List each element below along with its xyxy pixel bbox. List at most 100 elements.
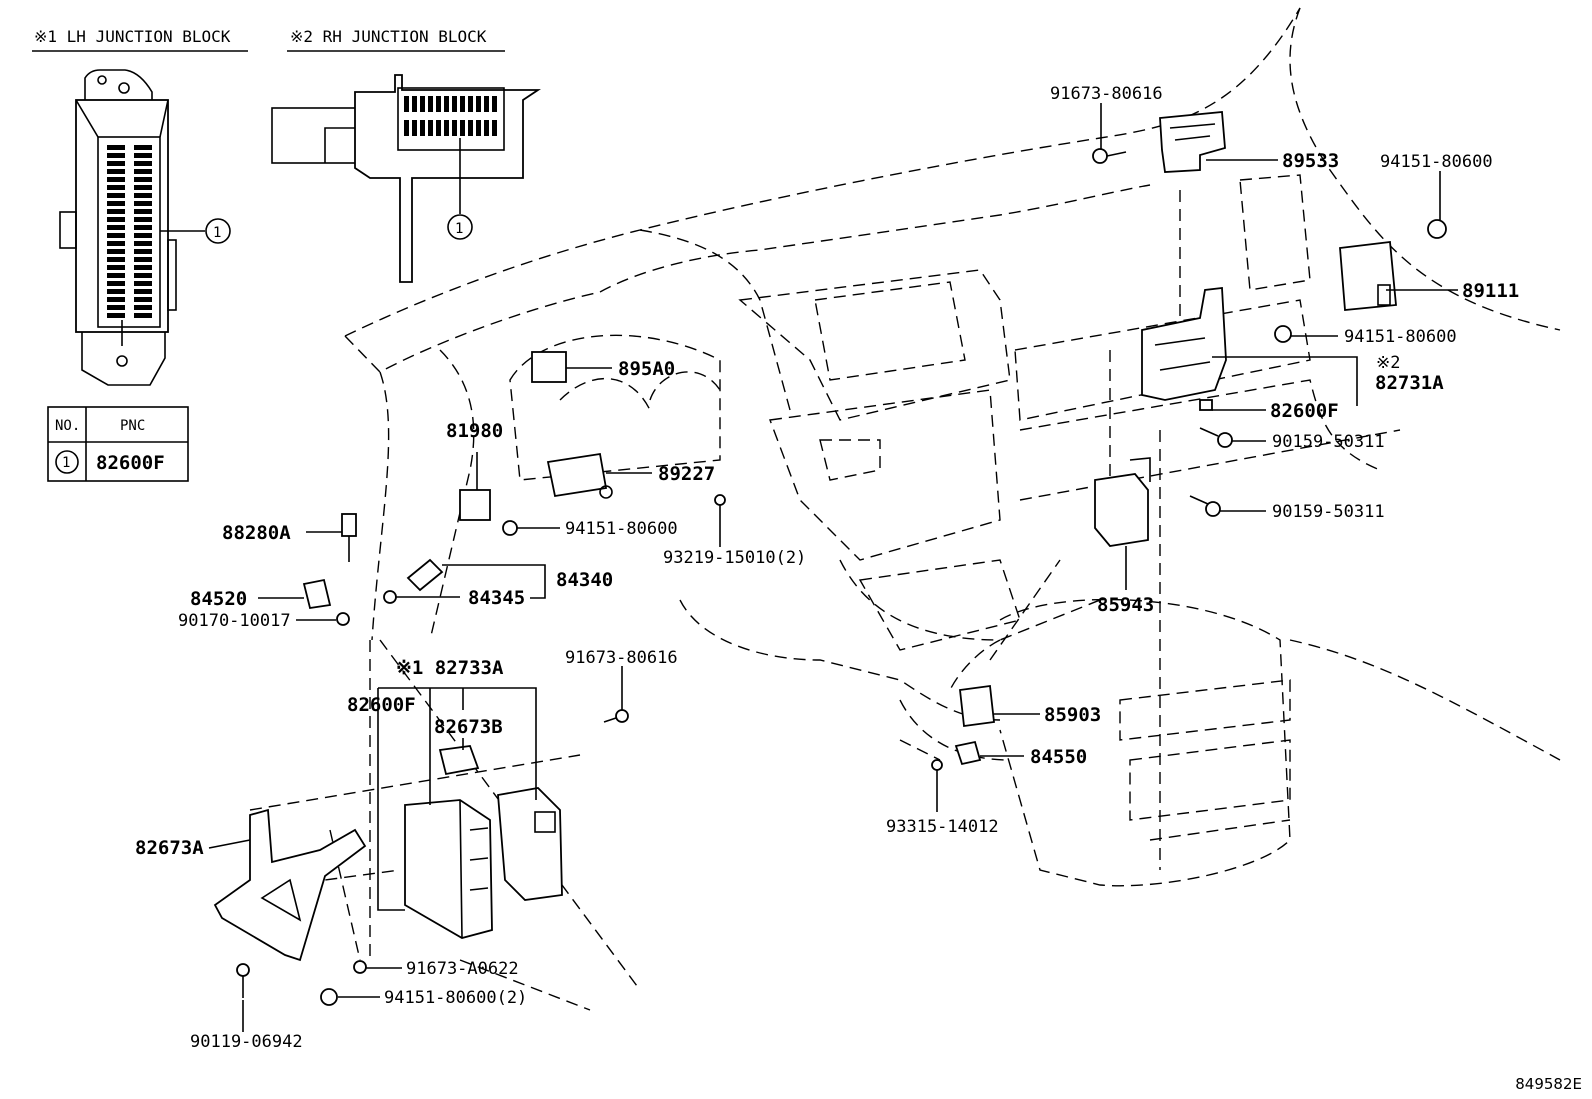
label-84520: 84520	[190, 588, 247, 610]
connector-slot	[107, 185, 125, 190]
table-row-no: 1	[62, 455, 70, 471]
connector-slot	[134, 225, 152, 230]
label-91673-80616-top: 91673-80616	[1050, 84, 1163, 104]
connector-slot	[107, 241, 125, 246]
part-84340-switch	[406, 558, 444, 592]
table-col-pnc: PNC	[120, 418, 145, 434]
label-82600F-r: 82600F	[1270, 400, 1339, 422]
label-84550: 84550	[1030, 746, 1087, 768]
connector-slot	[492, 120, 497, 136]
label-93315-14012: 93315-14012	[886, 817, 999, 837]
part-85943-module	[1094, 457, 1151, 547]
connector-slot	[107, 225, 125, 230]
lh-junction-block-header: ※1 LH JUNCTION BLOCK	[34, 27, 231, 46]
part-82731A-bracket	[1141, 286, 1227, 401]
connector-slot	[107, 257, 125, 262]
part-88280A-sensor	[341, 513, 357, 562]
diagram-code: 849582E	[1515, 1075, 1582, 1093]
part-85903-module	[959, 684, 995, 728]
connector-slot	[428, 96, 433, 112]
part-90170-10017-nut	[336, 612, 350, 626]
part-81980-relay	[459, 489, 491, 521]
rh-junction-block-drawing: 1	[271, 74, 541, 283]
part-94151-80600-nut-bl	[320, 988, 338, 1006]
pnc-table: NO. PNC 1 82600F	[47, 406, 189, 482]
label-90159-50311-b: 90159-50311	[1272, 502, 1385, 522]
connector-slot	[107, 297, 125, 302]
label-94151-80600-2: 94151-80600(2)	[384, 988, 527, 1008]
dashboard-outline	[249, 7, 1561, 1011]
part-84520-switch	[302, 578, 332, 610]
rh-callout-number: 1	[455, 221, 463, 237]
connector-slot	[476, 96, 481, 112]
lh-callout-number: 1	[213, 225, 221, 241]
connector-slot	[134, 297, 152, 302]
label-85943: 85943	[1097, 594, 1154, 616]
connector-slot	[107, 313, 125, 318]
connector-slot	[134, 233, 152, 238]
label-90119-06942: 90119-06942	[190, 1032, 303, 1052]
part-90159-50311-bolt-a	[1199, 427, 1233, 448]
connector-slot	[444, 120, 449, 136]
connector-slot	[468, 96, 473, 112]
label-89227: 89227	[658, 463, 715, 485]
connector-slot	[107, 193, 125, 198]
part-895A0-relay	[531, 351, 567, 383]
part-82673A-bracket	[213, 808, 367, 962]
part-89533-bracket	[1159, 111, 1226, 173]
connector-slot	[107, 265, 125, 270]
connector-slot	[107, 161, 125, 166]
connector-slot	[134, 145, 152, 150]
part-82600F-connector-r	[1199, 399, 1213, 411]
connector-slot	[404, 120, 409, 136]
connector-slot	[134, 209, 152, 214]
connector-slot	[107, 217, 125, 222]
connector-slot	[134, 177, 152, 182]
connector-slot	[436, 96, 441, 112]
connector-slot	[134, 289, 152, 294]
connector-slot	[107, 305, 125, 310]
part-82733A-module	[497, 787, 563, 901]
connector-slot	[492, 96, 497, 112]
connector-slot	[476, 120, 481, 136]
label-84345: 84345	[468, 587, 525, 609]
connector-slot	[107, 233, 125, 238]
connector-slot	[420, 96, 425, 112]
connector-slot	[107, 177, 125, 182]
part-90159-50311-bolt-b	[1189, 495, 1221, 517]
label-91673-A0622: 91673-A0622	[406, 959, 519, 979]
connector-slot	[452, 120, 457, 136]
connector-slot	[436, 120, 441, 136]
connector-slot	[484, 120, 489, 136]
label-82731A-note: ※2	[1376, 353, 1400, 373]
label-91673-80616-mid: 91673-80616	[565, 648, 678, 668]
connector-slot	[134, 193, 152, 198]
part-94151-80600-nut-c	[502, 520, 518, 536]
connector-slot	[107, 145, 125, 150]
part-91673-80616-bolt-top	[1092, 148, 1127, 164]
connector-slot	[420, 120, 425, 136]
connector-slot	[412, 96, 417, 112]
label-82673A: 82673A	[135, 837, 204, 859]
connector-slot	[107, 153, 125, 158]
rh-junction-block-header: ※2 RH JUNCTION BLOCK	[290, 27, 487, 46]
part-82600F-ecu	[404, 799, 493, 939]
connector-slot	[484, 96, 489, 112]
connector-slot	[134, 305, 152, 310]
connector-slot	[134, 217, 152, 222]
part-84550-switch	[954, 740, 982, 766]
connector-slot	[134, 185, 152, 190]
label-82733A: ※1 82733A	[396, 657, 504, 679]
part-89227-module	[546, 452, 613, 499]
connector-slot	[107, 281, 125, 286]
label-895A0: 895A0	[618, 358, 675, 380]
connector-slot	[428, 120, 433, 136]
part-89111-module	[1339, 240, 1397, 311]
label-94151-80600-r: 94151-80600	[1344, 327, 1457, 347]
connector-slot	[134, 249, 152, 254]
connector-slot	[134, 281, 152, 286]
connector-slot	[107, 169, 125, 174]
connector-slot	[107, 209, 125, 214]
part-93315-14012-screw	[931, 759, 943, 771]
connector-slot	[134, 161, 152, 166]
